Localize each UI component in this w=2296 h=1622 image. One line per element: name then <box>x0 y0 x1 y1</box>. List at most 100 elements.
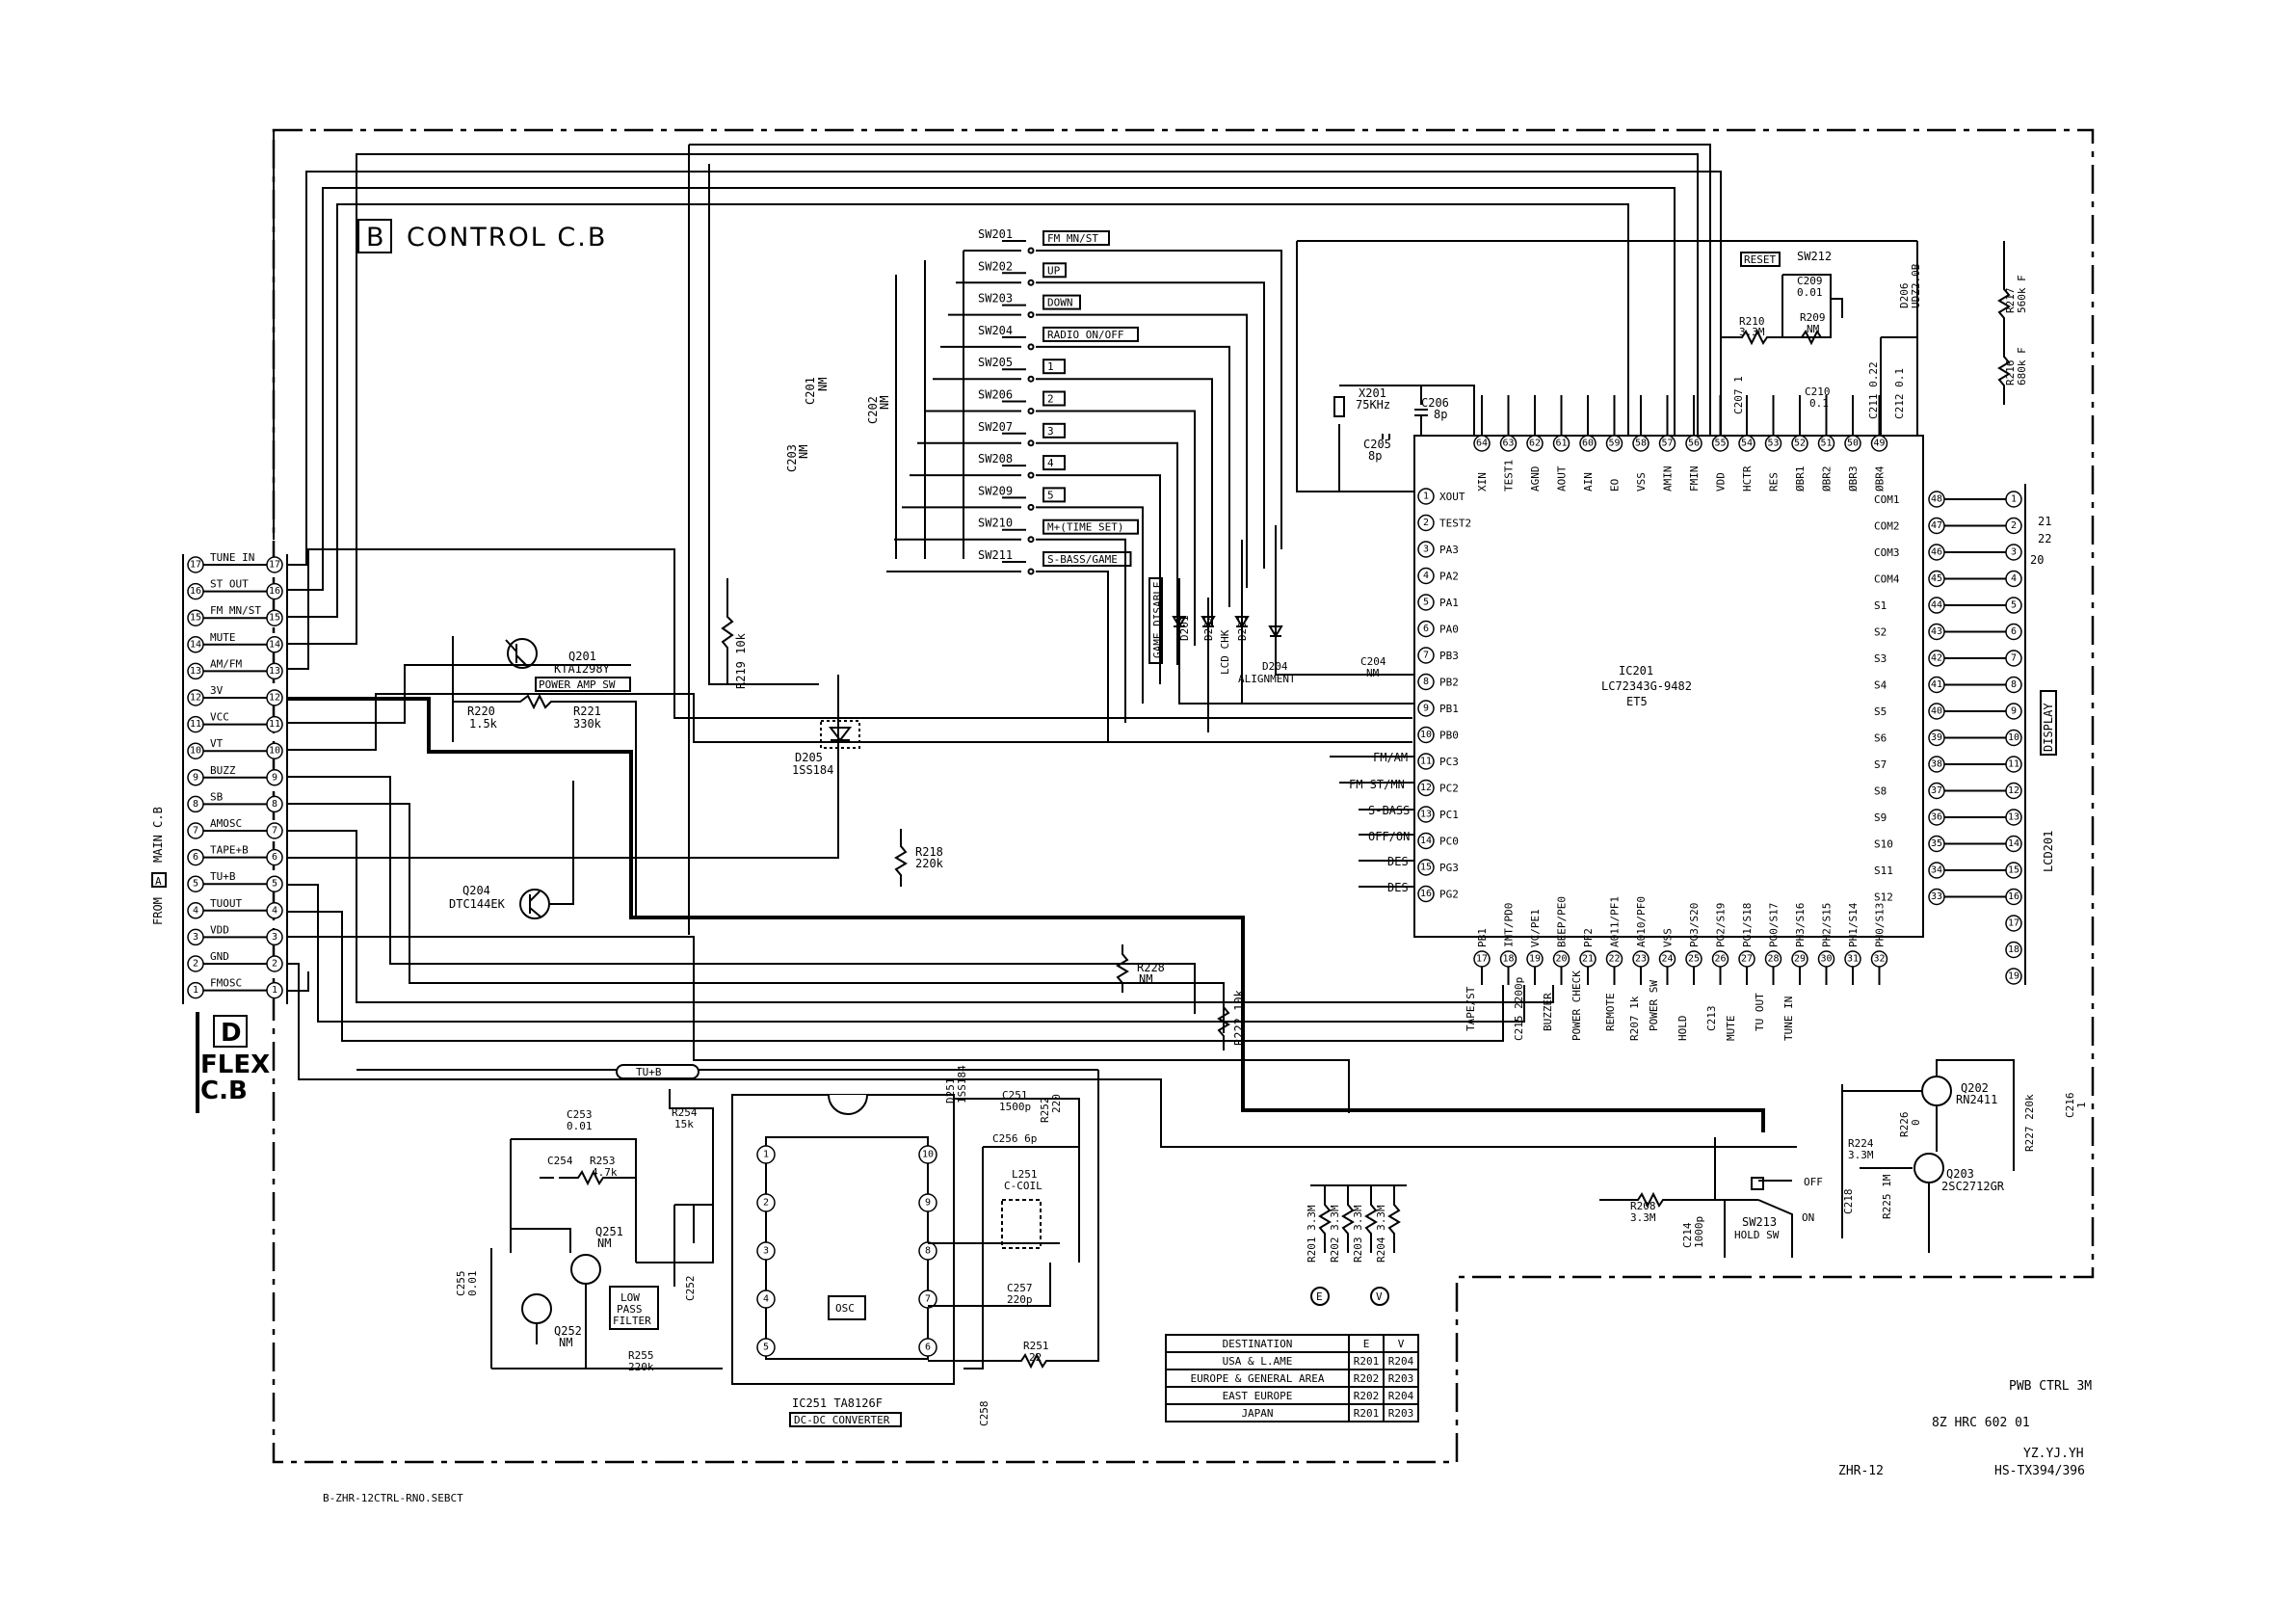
lcd-pin-11-pin <box>2005 756 2022 773</box>
switch-func-box-7 <box>1042 422 1066 439</box>
switch-func-6: 2 <box>1047 393 1054 406</box>
footer-model: ZHR-12 <box>1838 1464 1884 1478</box>
lcd-pin-13-pin <box>2005 809 2022 826</box>
switch-func-box-4 <box>1042 326 1139 342</box>
ic201-top-64-pin-number: 64 <box>1476 439 1488 449</box>
ic201-top-name-49: ØBR4 <box>1874 465 1887 492</box>
ic201-bottom-name-31: PH1/S14 <box>1847 902 1860 947</box>
ic201-right-name-47: COM2 <box>1874 520 1900 533</box>
connector-right-11-pin-number: 11 <box>269 719 280 730</box>
ic251-pin-2 <box>756 1193 776 1212</box>
lcd-chk-label: LCD CHK <box>1219 629 1231 675</box>
ic201-bottom-32-pin-number: 32 <box>1873 954 1885 965</box>
c201-value: NM <box>816 378 830 391</box>
c202-value: NM <box>878 396 891 410</box>
ic201-left-11-pin-number: 11 <box>1420 757 1432 767</box>
lcd-extra-2: 22 <box>2038 532 2051 545</box>
switch-func-box-10 <box>1042 519 1139 535</box>
lpf-box <box>609 1286 659 1330</box>
lcd-pin-18-pin <box>2005 941 2022 959</box>
dest-value: R202 <box>1354 1372 1380 1385</box>
ic201-bottom-31-pin-number: 31 <box>1847 954 1859 965</box>
ic201-left-2-pin-number: 2 <box>1423 518 1429 528</box>
x201-ref: X201 <box>1359 386 1386 400</box>
lcd-pin-3-pin-number: 3 <box>2011 547 2017 558</box>
ic201-top-name-50: ØBR3 <box>1847 466 1860 492</box>
ic251-pin-5 <box>756 1338 776 1357</box>
ic201-left-5-pin-number: 5 <box>1423 598 1429 608</box>
q203-symbol <box>1913 1153 1944 1183</box>
connector-label-12: 3V <box>210 684 224 697</box>
r252-value: 220 <box>1050 1094 1063 1113</box>
c251-value: 1500p <box>999 1101 1031 1113</box>
ic201-right-35-pin-number: 35 <box>1931 838 1942 849</box>
dc-dc-converter: TU+B C253 0.01 C254 R253 4.7k R254 15k Q… <box>356 1064 1099 1427</box>
sw213-off: OFF <box>1804 1176 1823 1188</box>
connector-label-16: ST OUT <box>210 578 249 591</box>
r220-value: 1.5k <box>469 717 498 731</box>
ic201-right-name-40: S5 <box>1874 705 1887 718</box>
ic201-top-49-pin-number: 49 <box>1873 439 1885 449</box>
c204-value: NM <box>1366 667 1380 679</box>
switch-func-7: 3 <box>1047 425 1054 438</box>
ic201-right-36-pin-number: 36 <box>1931 812 1942 823</box>
q252-symbol <box>521 1293 552 1324</box>
c205-ref: C205 <box>1363 438 1391 451</box>
lcd-pin-12-pin-number: 12 <box>2008 785 2019 796</box>
ic201-bottom-24-pin-number: 24 <box>1661 954 1673 965</box>
x201-value: 75KHz <box>1356 398 1390 412</box>
ic201-left-name-2: TEST2 <box>1439 518 1471 530</box>
lcd-pin-10-pin <box>2005 729 2022 747</box>
connector-left-14-pin-number: 14 <box>190 639 201 650</box>
ic201-right-39-pin-number: 39 <box>1931 732 1942 743</box>
connector-left-8-pin-number: 8 <box>193 799 198 810</box>
ic201-left-9-pin-number: 9 <box>1423 704 1429 714</box>
dest-header: DESTINATION <box>1223 1338 1293 1350</box>
q201-box-label: POWER AMP SW <box>539 678 616 691</box>
ic201-top-53-pin-number: 53 <box>1767 439 1779 449</box>
c218-label: C218 <box>1842 1189 1855 1215</box>
connector-left-16-pin-number: 16 <box>190 586 201 597</box>
ic201-top-54-pin-number: 54 <box>1741 439 1753 449</box>
l251-value: C-COIL <box>1004 1180 1042 1192</box>
c210-value: 0.1 <box>1809 397 1829 410</box>
connector-label-17: TUNE IN <box>210 551 254 564</box>
footer-pwb: PWB CTRL 3M <box>2009 1379 2092 1394</box>
bottom-label-1: TAPE/ST <box>1465 986 1477 1031</box>
connector-left-3-pin-number: 3 <box>193 932 198 943</box>
ic201-left-12-pin-number: 12 <box>1420 783 1432 793</box>
ic201-top-58-pin-number: 58 <box>1635 439 1647 449</box>
ic201-ref: IC201 <box>1619 664 1653 678</box>
ic251-ref: IC251 TA8126F <box>792 1396 883 1410</box>
ic201-left-9-pin <box>1417 700 1435 717</box>
connector-right-1-pin-number: 1 <box>272 985 277 996</box>
board-outline <box>272 128 2095 1464</box>
lcd-pin-2-pin <box>2005 517 2022 535</box>
connector-label-5: TU+B <box>210 870 236 883</box>
switch-ref-4: SW204 <box>978 324 1013 337</box>
lcd-pin-4-pin-number: 4 <box>2011 573 2017 584</box>
ic201-right-47-pin-number: 47 <box>1931 520 1942 531</box>
d205-part: 1SS184 <box>792 763 833 777</box>
connector-right-16-pin-number: 16 <box>269 586 280 597</box>
connector-right-8-pin-number: 8 <box>272 799 277 810</box>
ic201-left-13-pin-number: 13 <box>1420 810 1432 820</box>
ic201-right-41-pin-number: 41 <box>1931 679 1942 690</box>
connector-left-5-pin-number: 5 <box>193 879 198 890</box>
r216-value: 680k F <box>2016 347 2028 386</box>
bottom-label-8: HOLD <box>1676 1016 1689 1042</box>
dest-value: R203 <box>1388 1407 1414 1420</box>
lcd-pin-19-pin <box>2005 968 2022 985</box>
ic201-left-1-pin <box>1417 488 1435 505</box>
q251-symbol <box>570 1254 601 1285</box>
ic201-left-2-pin <box>1417 514 1435 532</box>
connector-right-17-pin-number: 17 <box>269 560 280 571</box>
ic201-right-name-37: S8 <box>1874 785 1887 798</box>
d205: D205 1SS184 <box>792 720 860 777</box>
reset-area: RESET SW212 C209 0.01 R210 3.3M R209 NM … <box>1721 241 2028 436</box>
ic201-left-10-pin <box>1417 726 1435 744</box>
ic201-top-50-pin-number: 50 <box>1847 439 1859 449</box>
